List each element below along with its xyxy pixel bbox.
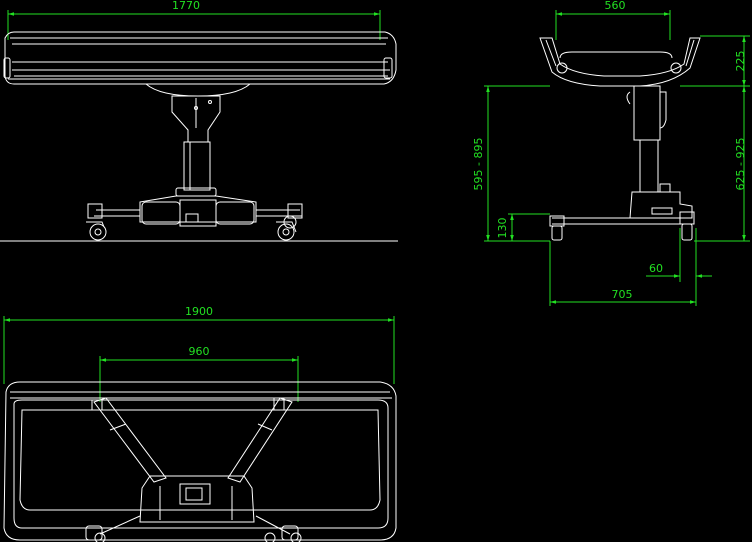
top-base-plate xyxy=(99,475,291,535)
side-view: 1770 xyxy=(0,0,398,242)
top-length-label: 1900 xyxy=(185,305,213,318)
end-column xyxy=(552,85,693,225)
top-length-dimension: 1900 xyxy=(3,305,395,384)
end-offset-dimension: 60 xyxy=(646,228,712,282)
end-offset-label: 60 xyxy=(649,262,663,275)
side-width-dimension: 1770 xyxy=(7,0,381,40)
side-casters xyxy=(86,215,297,241)
end-frame-height-dimension: 625 - 925 xyxy=(694,86,750,242)
side-width-label: 1770 xyxy=(172,0,200,12)
top-base-legs xyxy=(91,397,293,483)
top-base-span-label: 960 xyxy=(189,345,210,358)
end-casters xyxy=(549,211,695,241)
end-tray-height-dimension: 225 xyxy=(680,35,750,87)
end-base-depth-dimension: 705 xyxy=(549,241,697,306)
end-width-label: 560 xyxy=(605,0,626,12)
end-height-range-dimension: 595 - 895 xyxy=(472,85,550,242)
end-frame-height-label: 625 - 925 xyxy=(734,138,747,191)
end-wheel-dimension: 130 xyxy=(496,213,550,241)
end-height-range-label: 595 - 895 xyxy=(472,138,485,191)
top-tray xyxy=(3,381,397,541)
top-base-span-dimension: 960 xyxy=(99,345,299,402)
side-tray xyxy=(3,31,397,85)
end-tray xyxy=(539,37,701,87)
top-view: 1900 960 xyxy=(3,305,397,542)
side-base xyxy=(87,187,303,227)
end-wheel-label: 130 xyxy=(496,218,509,239)
side-column xyxy=(145,83,251,191)
end-base-depth-label: 705 xyxy=(612,288,633,301)
end-width-dimension: 560 xyxy=(555,0,671,40)
end-view: 560 xyxy=(472,0,750,306)
end-tray-height-label: 225 xyxy=(734,51,747,72)
top-casters xyxy=(85,525,302,542)
